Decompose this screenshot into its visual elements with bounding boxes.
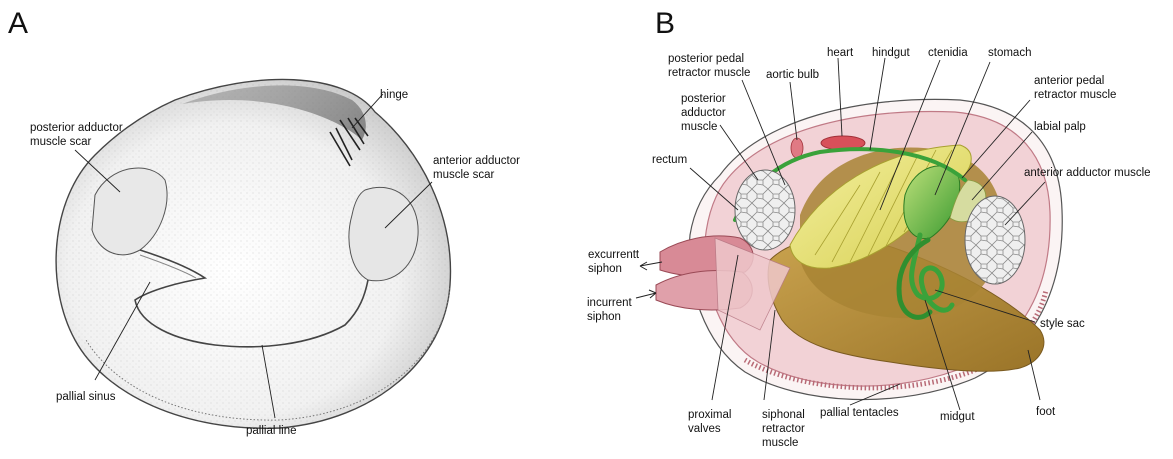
label-pallial-tentacles: pallial tentacles bbox=[820, 407, 899, 419]
aortic-bulb bbox=[791, 138, 803, 158]
label-excurrent-siphon: excurrentt siphon bbox=[588, 249, 642, 275]
label-incurrent-siphon: incurrent siphon bbox=[587, 297, 635, 323]
label-heart: heart bbox=[827, 47, 854, 59]
anterior-adductor-muscle bbox=[965, 196, 1025, 284]
label-hinge: hinge bbox=[380, 89, 408, 101]
label-rectum: rectum bbox=[652, 154, 687, 166]
panel-a: A hinge posterior adductor muscle scar a… bbox=[8, 7, 523, 437]
panel-b-letter: B bbox=[655, 7, 675, 40]
label-foot: foot bbox=[1036, 406, 1056, 418]
label-hindgut: hindgut bbox=[872, 47, 911, 59]
panel-a-letter: A bbox=[8, 7, 28, 40]
posterior-adductor-muscle bbox=[735, 170, 795, 250]
label-ctenidia: ctenidia bbox=[928, 47, 968, 59]
label-posterior-pedal-retractor: posterior pedal retractor muscle bbox=[668, 53, 750, 79]
label-aortic-bulb: aortic bulb bbox=[766, 69, 819, 81]
label-pallial-sinus: pallial sinus bbox=[56, 391, 116, 403]
label-proximal-valves: proximal valves bbox=[688, 409, 735, 435]
label-anterior-adductor: anterior adductor muscle bbox=[1024, 167, 1151, 179]
label-style-sac: style sac bbox=[1040, 318, 1085, 330]
label-stomach: stomach bbox=[988, 47, 1031, 59]
label-midgut: midgut bbox=[940, 411, 975, 423]
panel-b: B bbox=[587, 7, 1151, 449]
excurrent-arrow bbox=[640, 262, 662, 270]
label-labial-palp: labial palp bbox=[1034, 121, 1086, 133]
label-pallial-line: pallial line bbox=[246, 425, 297, 437]
label-anterior-pedal-retractor: anterior pedal retractor muscle bbox=[1034, 75, 1116, 101]
label-siphonal-retractor: siphonal retractor muscle bbox=[762, 409, 808, 449]
incurrent-arrow bbox=[636, 290, 656, 298]
label-anterior-adductor-scar: anterior adductor muscle scar bbox=[433, 155, 523, 181]
